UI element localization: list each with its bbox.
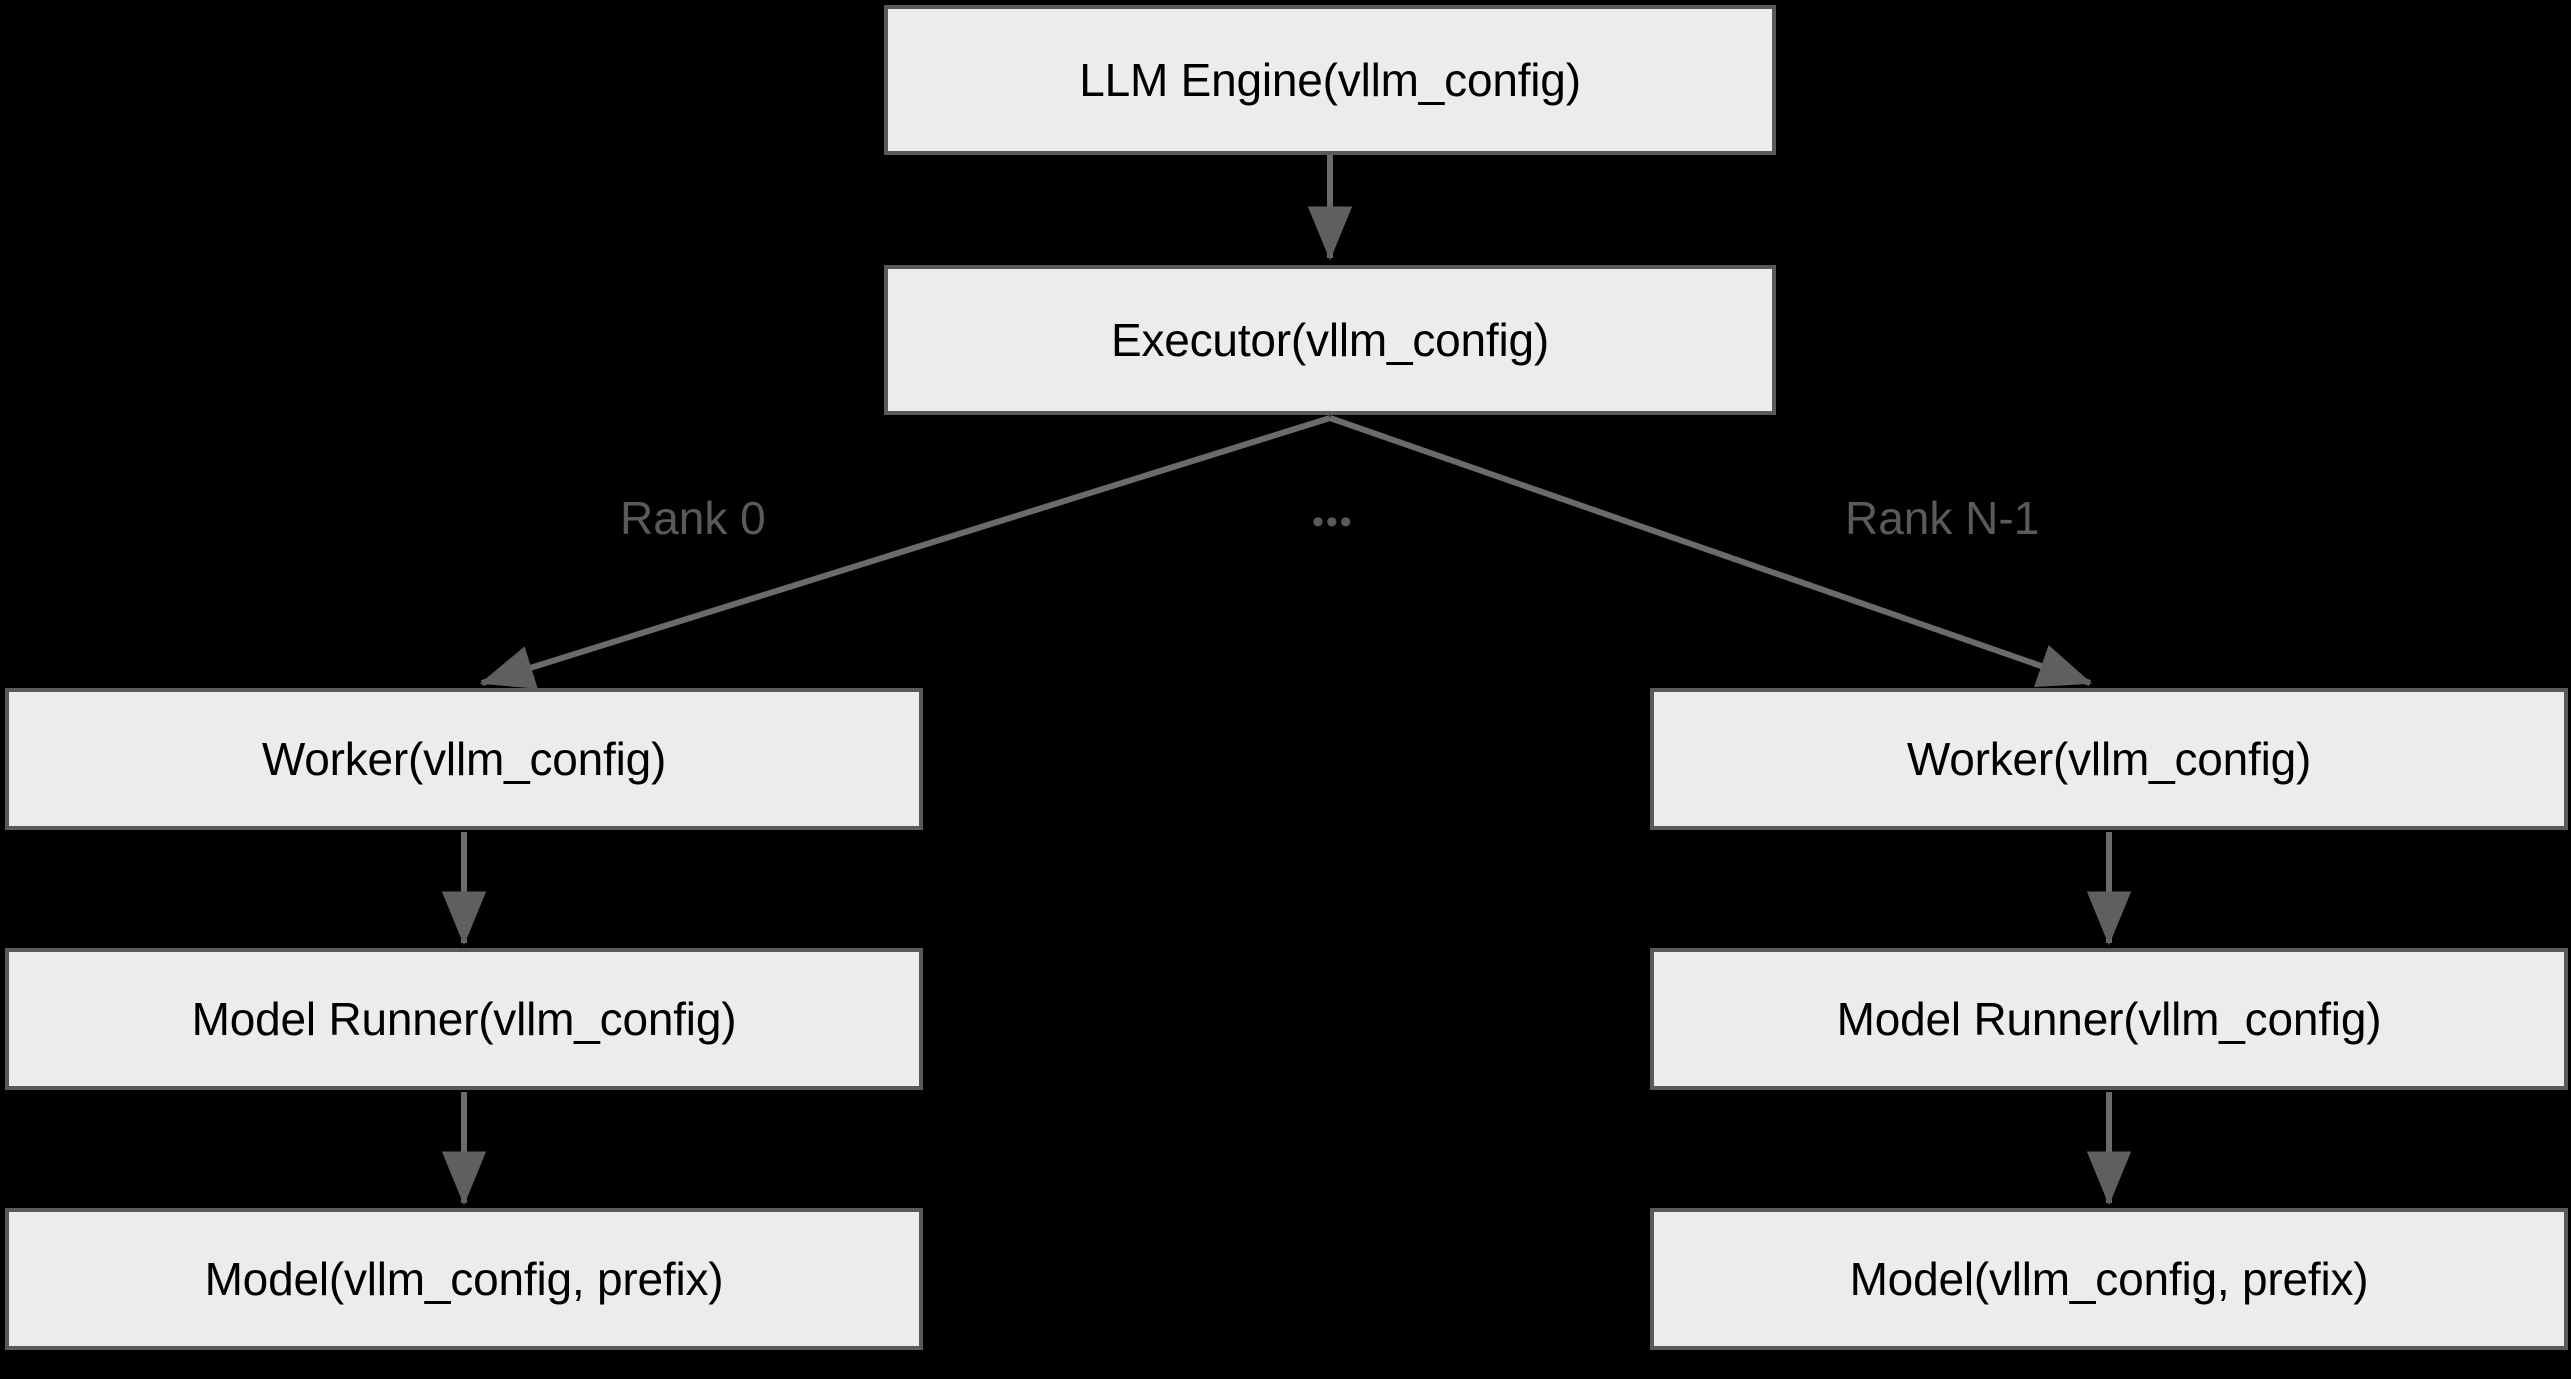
node-executor-label: Executor(vllm_config) — [1110, 314, 1550, 366]
edge-executor-to-worker-rank0 — [479, 415, 1331, 689]
node-worker-rank0-label: Worker(vllm_config) — [261, 733, 667, 785]
node-model-runner-rankn[interactable]: Model Runner(vllm_config) — [1650, 948, 2568, 1090]
node-model-runner-rank0[interactable]: Model Runner(vllm_config) — [5, 948, 923, 1090]
node-worker-rank0[interactable]: Worker(vllm_config) — [5, 688, 923, 830]
node-model-rank0[interactable]: Model(vllm_config, prefix) — [5, 1208, 923, 1350]
node-model-rankn-label: Model(vllm_config, prefix) — [1849, 1253, 2369, 1305]
node-model-runner-rankn-label: Model Runner(vllm_config) — [1836, 993, 2382, 1045]
node-worker-rankn-label: Worker(vllm_config) — [1906, 733, 2312, 785]
edge-label-rank-0: Rank 0 — [620, 492, 766, 544]
node-model-runner-rank0-label: Model Runner(vllm_config) — [191, 993, 737, 1045]
edge-label-ellipsis: ••• — [1312, 503, 1354, 541]
edge-label-rank-n: Rank N-1 — [1845, 492, 2040, 544]
node-worker-rankn[interactable]: Worker(vllm_config) — [1650, 688, 2568, 830]
node-llm-engine-label: LLM Engine(vllm_config) — [1079, 54, 1581, 106]
edge-executor-to-worker-rankn — [1329, 415, 2093, 687]
node-model-rankn[interactable]: Model(vllm_config, prefix) — [1650, 1208, 2568, 1350]
node-model-rank0-label: Model(vllm_config, prefix) — [204, 1253, 724, 1305]
node-executor[interactable]: Executor(vllm_config) — [884, 265, 1776, 415]
node-llm-engine[interactable]: LLM Engine(vllm_config) — [884, 5, 1776, 155]
